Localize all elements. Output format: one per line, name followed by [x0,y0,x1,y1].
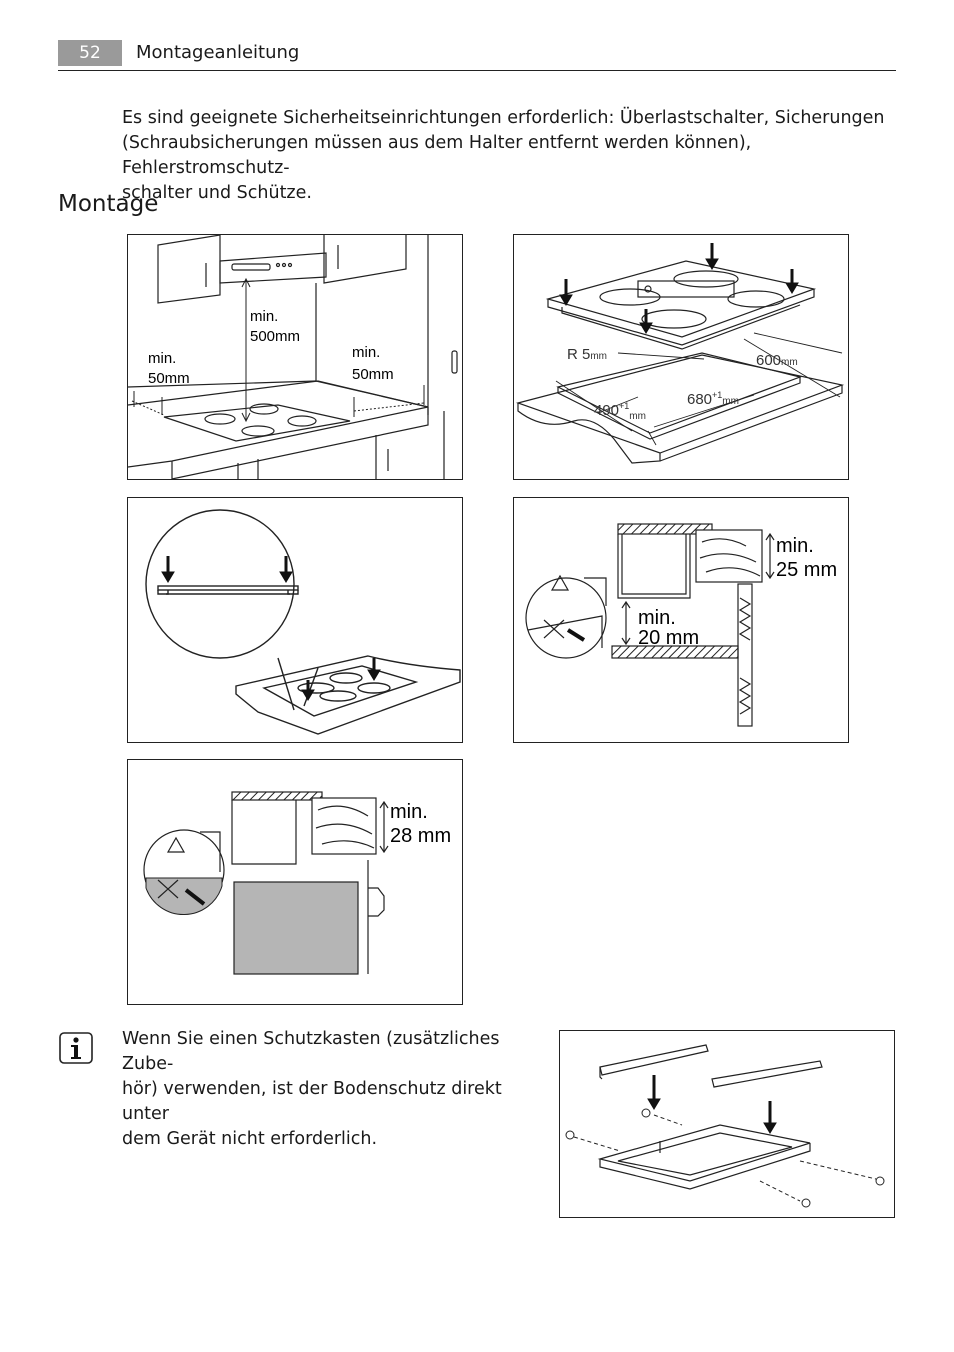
clear-right-value: 50mm [352,366,394,383]
drawer-clearance-illustration: min. 25 mm min. 20 mm [525,523,837,727]
note-line: hör) verwenden, ist der Bodenschutz dire… [122,1079,502,1124]
intro-line: schalter und Schütze. [122,183,312,203]
min-20-value: 20 mm [638,627,699,649]
svg-text:680+1mm: 680+1mm [687,390,739,408]
intro-paragraph: Es sind geeignete Sicherheitseinrichtung… [122,106,897,206]
note-line: Wenn Sie einen Schutzkasten (zusätzliche… [122,1029,500,1074]
intro-line: Es sind geeignete Sicherheitseinrichtung… [122,108,885,128]
figure-oven-clearance: min. 28 mm [127,759,463,1005]
note-line: dem Gerät nicht erforderlich. [122,1129,378,1149]
intro-line: (Schraubsicherungen müssen aus dem Halte… [122,133,752,178]
clear-top-label: min. [250,308,278,325]
min-20-label: min. [638,607,676,629]
protective-box-illustration [565,1044,885,1208]
min-28-value: 28 mm [390,825,451,847]
min-25-label: min. [776,535,814,557]
figure-seal [127,497,463,743]
svg-text:490+1mm: 490+1mm [594,401,646,422]
min-25-value: 25 mm [776,559,837,581]
cutout-illustration: R 5mm 600mm 490+1mm 680+1mm [515,243,845,464]
radius-value: R 5 [567,346,590,363]
clear-right-label: min. [352,344,380,361]
width-tolerance: +1 [619,401,629,411]
width-value: 490 [594,402,619,419]
info-note: Wenn Sie einen Schutzkasten (zusätzliche… [122,1027,542,1152]
section-title: Montage [58,191,159,217]
min-28-label: min. [390,801,428,823]
clear-left-label: min. [148,350,176,367]
clear-top-value: 500mm [250,328,300,345]
info-icon [59,1032,93,1064]
page-number: 52 [58,40,122,66]
figure-protective-box [559,1030,895,1218]
clearances-illustration: min. 50mm min. 500mm min. 50mm [128,235,458,479]
seal-illustration [145,509,461,735]
header-rule [58,70,896,71]
figure-clearances: min. 50mm min. 500mm min. 50mm [127,234,463,480]
radius-unit: mm [590,351,607,362]
header-title: Montageanleitung [136,42,300,63]
clear-left-value: 50mm [148,370,190,387]
length-tolerance: +1 [712,390,722,400]
svg-text:R 5mm: R 5mm [567,346,607,363]
length-unit: mm [722,396,739,407]
depth-value: 600 [756,352,781,369]
depth-unit: mm [781,357,798,368]
figure-drawer-clearance: min. 25 mm min. 20 mm [513,497,849,743]
length-value: 680 [687,391,712,408]
svg-text:600mm: 600mm [756,352,798,369]
width-unit: mm [629,411,646,422]
oven-clearance-illustration: min. 28 mm [143,791,451,975]
figure-cutout: R 5mm 600mm 490+1mm 680+1mm [513,234,849,480]
